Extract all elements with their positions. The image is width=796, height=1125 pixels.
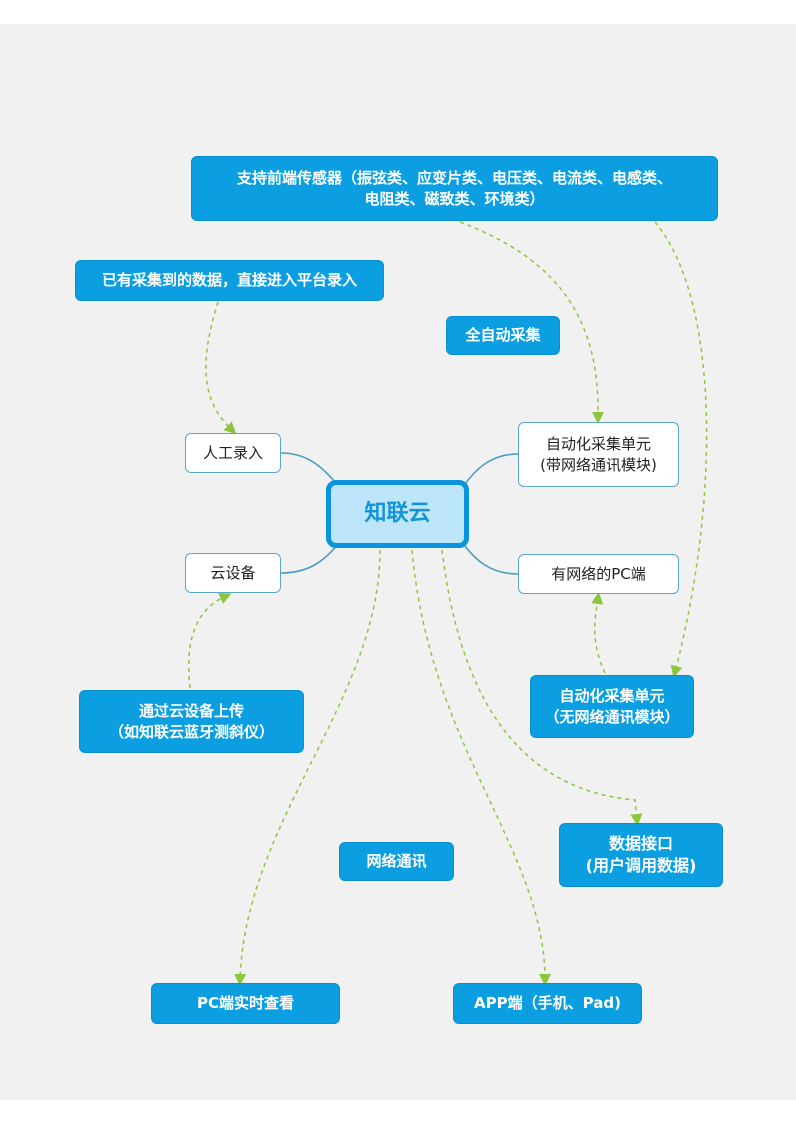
auto-unit-nonet-line1: 自动化采集单元	[559, 687, 665, 706]
pc-network-node: 有网络的PC端	[518, 554, 679, 594]
arrow-center-pc	[234, 549, 381, 986]
network-comm-label: 网络通讯	[339, 842, 454, 881]
center-node: 知联云	[326, 480, 469, 548]
data-api-line2: (用户调用数据)	[585, 856, 697, 875]
sensors-line1: 支持前端传感器（振弦类、应变片类、电压类、电流类、电感类、	[236, 169, 672, 188]
sensors-box: 支持前端传感器（振弦类、应变片类、电压类、电流类、电感类、 电阻类、磁致类、环境…	[191, 156, 718, 221]
cloud-device-node: 云设备	[185, 553, 281, 593]
link-pc	[461, 541, 519, 575]
cloud-upload-box: 通过云设备上传 （如知联云蓝牙测斜仪）	[79, 690, 304, 753]
link-auto-unit	[461, 453, 519, 489]
auto-unit-network-node: 自动化采集单元 (带网络通讯模块)	[518, 422, 679, 487]
sensors-line2: 电阻类、磁致类、环境类）	[364, 189, 545, 208]
auto-unit-nonet-box: 自动化采集单元 （无网络通讯模块）	[530, 675, 694, 738]
arrow-nonet-pc	[591, 592, 606, 674]
auto-unit-net-line2: (带网络通讯模块)	[540, 455, 657, 474]
cloud-upload-line1: 通过云设备上传	[138, 702, 244, 721]
arrow-existing-manual	[205, 301, 237, 435]
existing-data-box: 已有采集到的数据，直接进入平台录入	[75, 260, 384, 301]
auto-unit-net-line1: 自动化采集单元	[545, 435, 651, 454]
manual-entry-node: 人工录入	[185, 433, 281, 473]
cloud-upload-line2: （如知联云蓝牙测斜仪）	[108, 722, 274, 741]
arrow-center-api	[441, 549, 643, 826]
app-box: APP端（手机、Pad)	[453, 983, 642, 1024]
data-api-line1: 数据接口	[608, 834, 673, 854]
auto-unit-nonet-line2: （无网络通讯模块）	[544, 707, 680, 726]
arrow-upload-cloud	[188, 593, 232, 689]
pc-view-box: PC端实时查看	[151, 983, 340, 1024]
data-api-box: 数据接口 (用户调用数据)	[559, 823, 723, 887]
arrow-center-app	[411, 549, 551, 986]
auto-collect-label: 全自动采集	[446, 316, 560, 355]
